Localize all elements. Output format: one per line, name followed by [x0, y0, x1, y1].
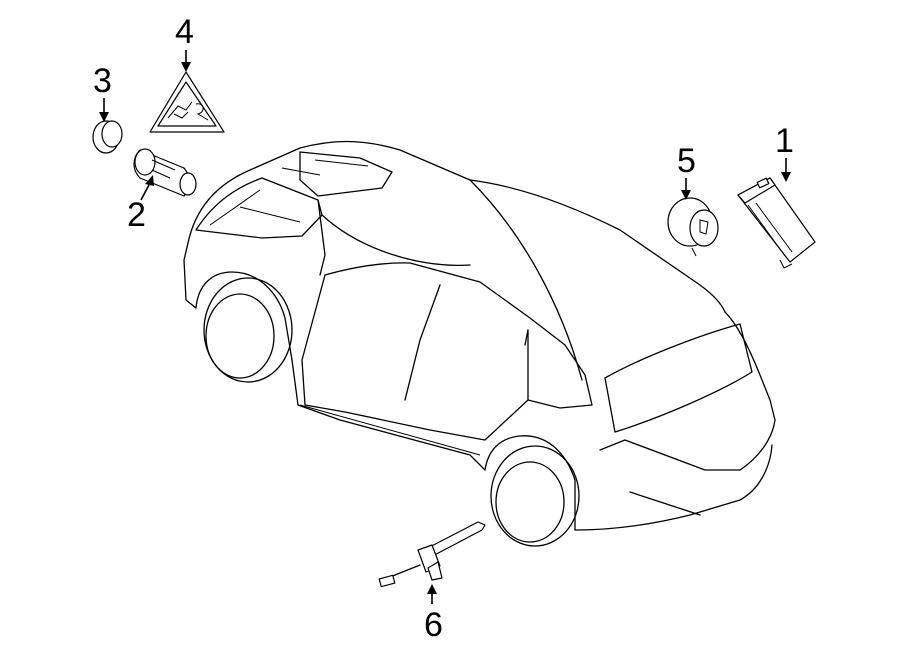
callout-2-arrowhead: [145, 175, 154, 186]
callout-3-arrowhead: [99, 112, 109, 122]
callout-5-arrowhead: [681, 190, 691, 200]
callout-4-arrowhead: [181, 62, 191, 72]
vehicle-outline: [183, 140, 776, 547]
callout-2: 2: [127, 175, 154, 234]
part-2-parking-sensor: [133, 148, 197, 197]
callout-1-arrowhead: [781, 172, 791, 182]
callout-2-arrow: [140, 182, 151, 201]
part-6-wiring-harness: [378, 521, 486, 588]
callout-6-number: 6: [424, 606, 443, 644]
part-5-buzzer: [667, 197, 719, 257]
callout-5: 5: [677, 142, 696, 200]
callout-4: 4: [175, 13, 194, 72]
part-3-bezel-ring: [92, 120, 123, 154]
part-1-control-module: [737, 177, 816, 269]
callout-4-number: 4: [175, 13, 194, 51]
callout-6-arrowhead: [427, 584, 437, 594]
callout-5-number: 5: [677, 142, 696, 180]
callout-1-number: 1: [775, 122, 794, 160]
part-4-warning-label: [149, 71, 225, 133]
callout-1: 1: [775, 122, 794, 182]
callout-3: 3: [93, 62, 112, 122]
callout-6: 6: [424, 584, 443, 644]
callout-3-number: 3: [93, 62, 112, 100]
callout-2-number: 2: [127, 196, 146, 234]
